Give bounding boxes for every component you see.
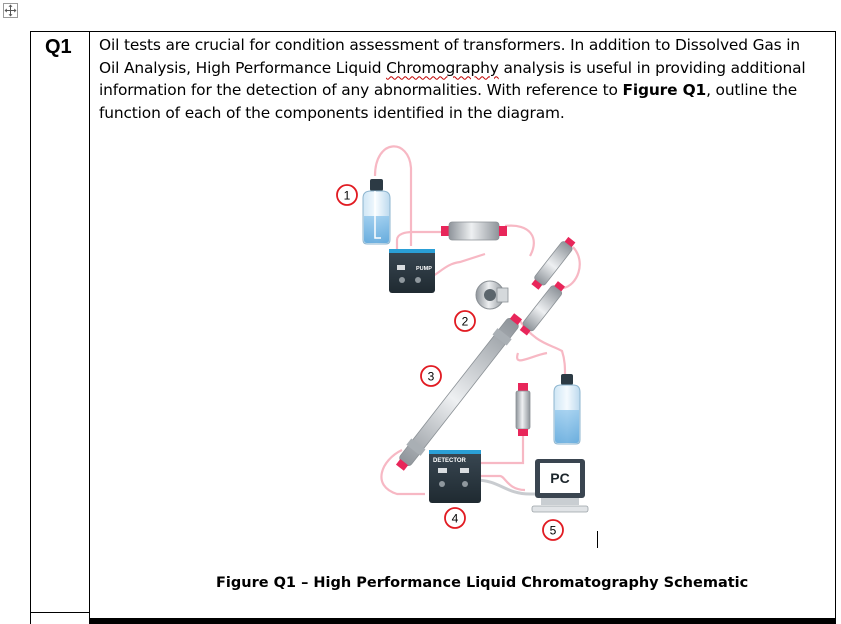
pump-label: PUMP <box>416 266 432 272</box>
marker-2-label: 2 <box>462 315 469 329</box>
injector-valve <box>475 280 509 310</box>
spelling-flag-word[interactable]: Chromography <box>386 58 499 77</box>
move-arrows-icon <box>4 4 17 17</box>
table-left-border <box>30 31 31 624</box>
table-right-border <box>835 31 836 624</box>
hplc-column <box>395 313 523 471</box>
marker-5: 5 <box>542 519 564 541</box>
figure-reference: Figure Q1 <box>622 81 707 100</box>
pc-computer: PC <box>531 459 589 513</box>
solvent-reservoir <box>362 179 391 245</box>
detector-label: DETECTOR <box>433 458 467 464</box>
inline-filter <box>441 221 507 241</box>
marker-5-label: 5 <box>550 524 557 538</box>
question-text[interactable]: Oil tests are crucial for condition asse… <box>99 34 819 124</box>
marker-3-label: 3 <box>428 370 435 384</box>
figure-caption: Figure Q1 – High Performance Liquid Chro… <box>216 575 749 591</box>
question-text-part1: Oil tests are crucial for condition asse… <box>99 36 800 77</box>
table-move-handle[interactable] <box>3 3 18 18</box>
table-top-border <box>30 31 836 32</box>
question-text-part3: , outline the function of each of the co… <box>99 81 798 122</box>
table-bottom-border <box>89 618 836 624</box>
marker-1-label: 1 <box>344 189 351 203</box>
question-text-part2: analysis is useful in providing addition… <box>99 58 806 100</box>
waste-valve <box>515 383 531 436</box>
marker-2: 2 <box>454 310 476 332</box>
marker-1: 1 <box>336 184 358 206</box>
pc-label: PC <box>550 470 569 486</box>
waste-bottle <box>553 374 581 445</box>
guard-cartridges <box>519 236 576 336</box>
question-number: Q1 <box>45 36 72 58</box>
data-cable <box>474 478 540 496</box>
marker-4-label: 4 <box>452 512 459 526</box>
table-column-divider <box>89 31 90 624</box>
marker-3: 3 <box>420 365 442 387</box>
text-cursor <box>597 531 598 548</box>
detector-unit: DETECTOR <box>429 450 481 503</box>
pump-unit: PUMP <box>389 249 435 293</box>
tubing <box>373 145 581 496</box>
table-row-divider <box>30 612 90 613</box>
hplc-schematic: PUMP <box>336 145 589 541</box>
marker-4: 4 <box>444 507 466 529</box>
